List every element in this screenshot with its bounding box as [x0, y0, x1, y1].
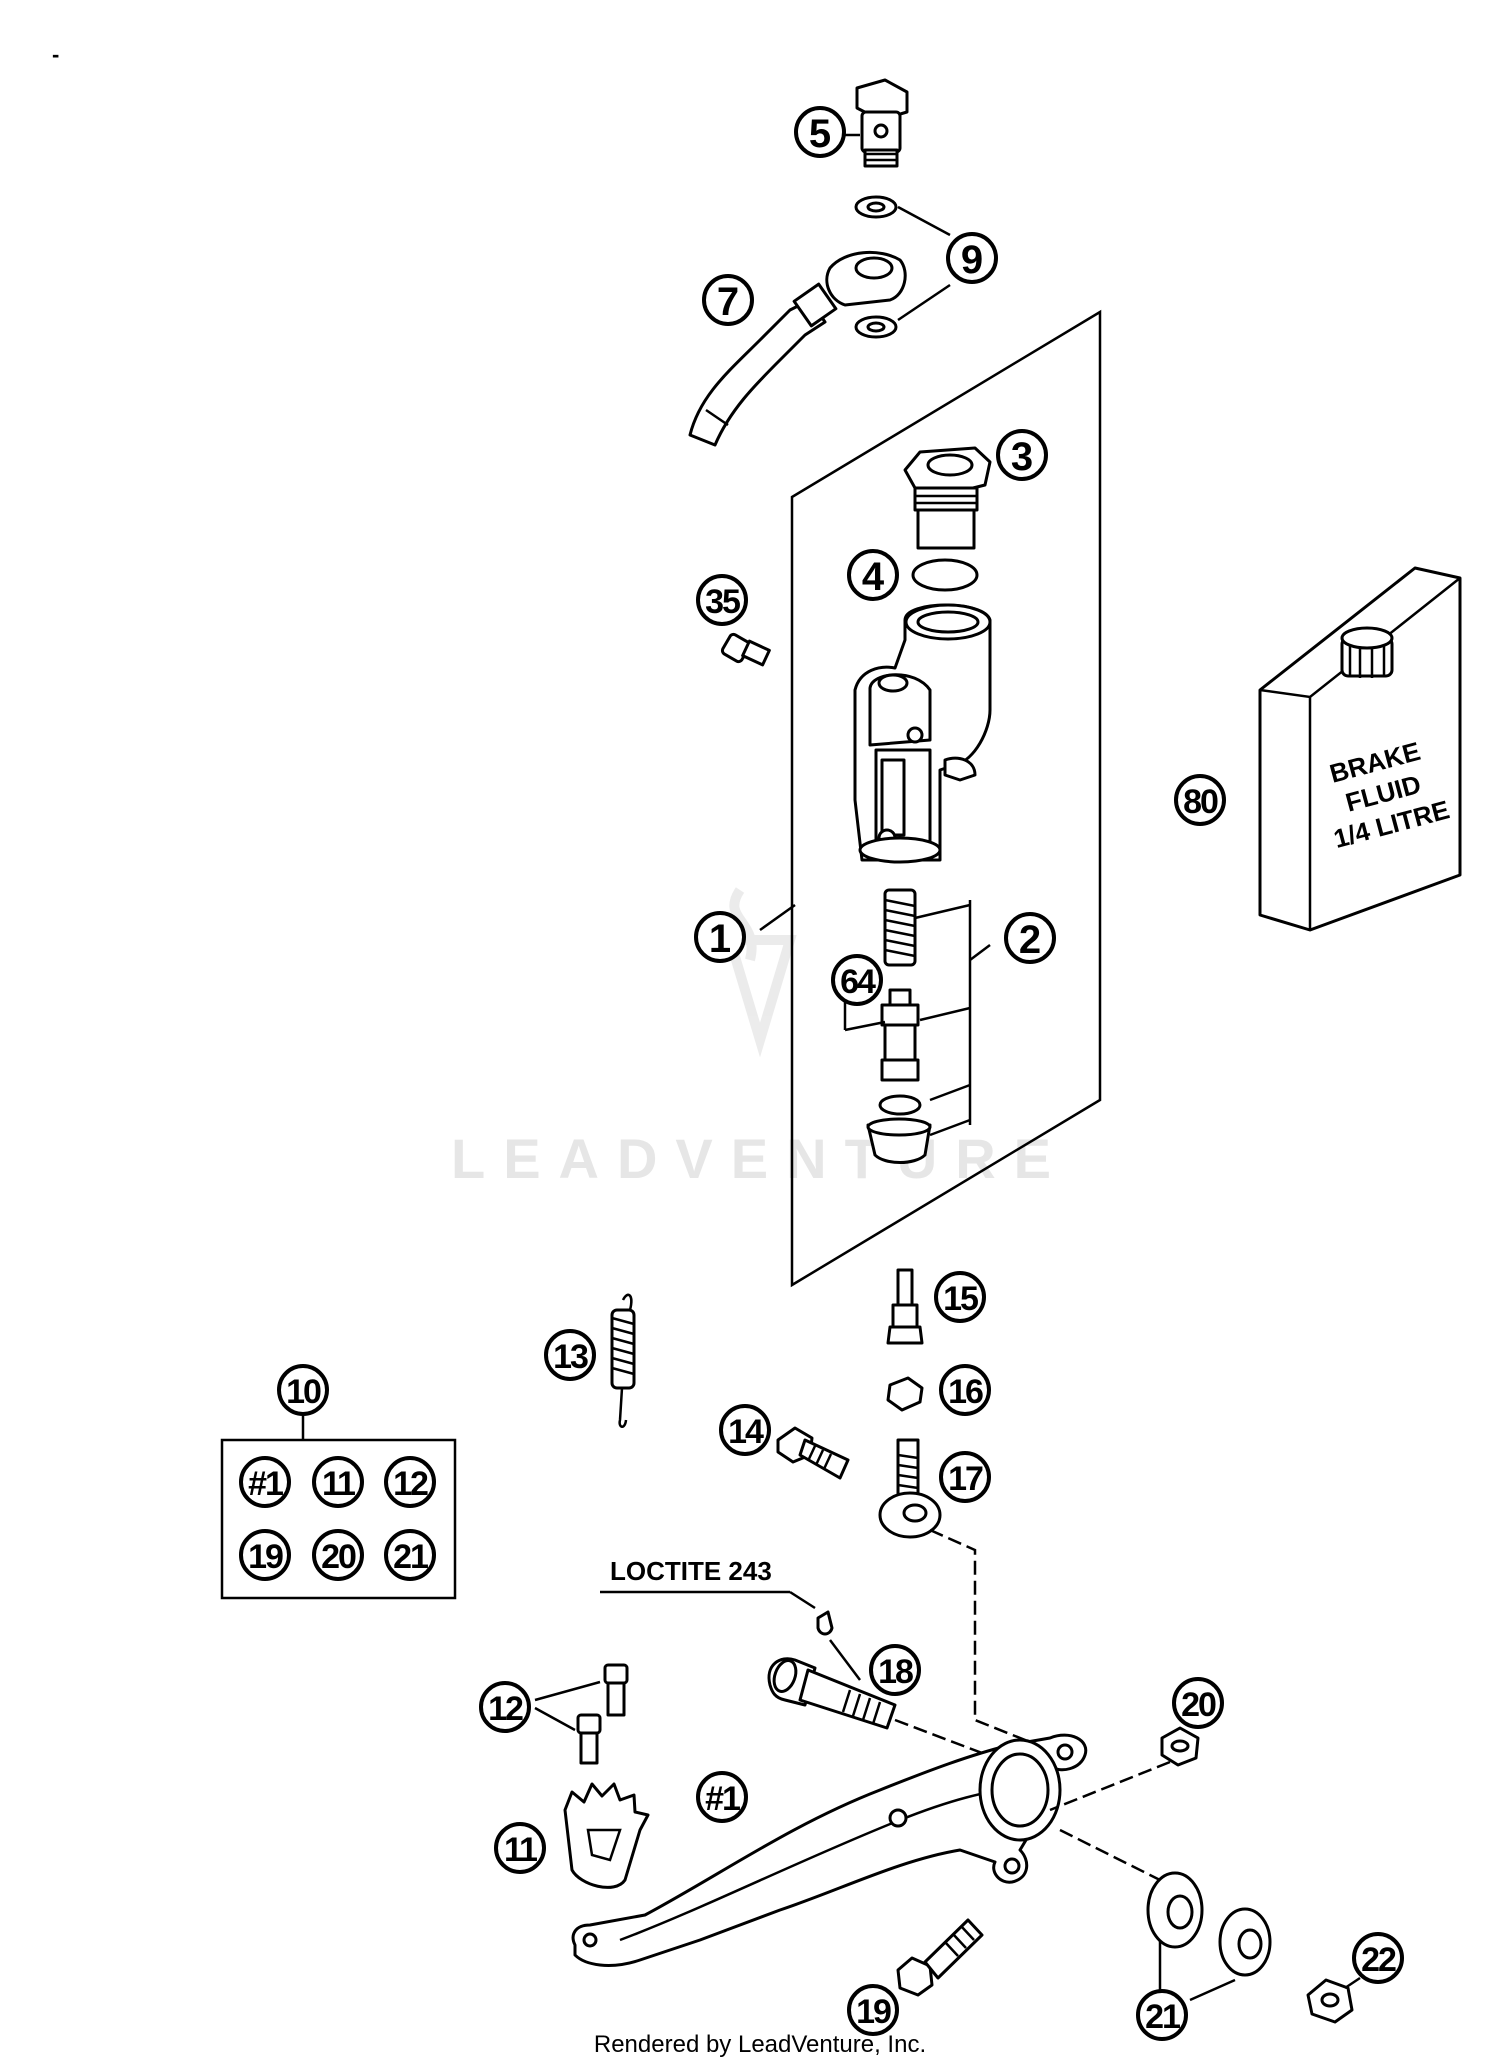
svg-text:12: 12	[488, 1690, 523, 1728]
kit-item-2: 11	[312, 1456, 364, 1508]
callout-1: 1	[694, 911, 746, 963]
callout-9: 9	[946, 232, 998, 284]
banjo-bolt-part	[855, 78, 909, 168]
master-cylinder-group-outline	[790, 309, 1102, 1288]
callout-17: 17	[939, 1451, 991, 1503]
footrest-step-part	[563, 1782, 650, 1889]
callout-10: 10	[277, 1364, 329, 1416]
return-spring-part	[610, 1293, 636, 1428]
svg-text:11: 11	[322, 1465, 355, 1503]
brake-hose-part	[688, 250, 907, 447]
svg-text:2: 2	[1019, 918, 1041, 962]
piston-kit-part	[843, 888, 991, 1164]
callout-2: 2	[1004, 912, 1056, 964]
svg-text:64: 64	[840, 963, 876, 1001]
screw-part	[720, 632, 771, 667]
svg-text:15: 15	[943, 1280, 978, 1318]
loctite-label: LOCTITE 243	[610, 1556, 772, 1586]
reservoir-cap-part	[903, 446, 992, 550]
callout-14: 14	[719, 1404, 771, 1456]
brake-fluid-can-part: BRAKE FLUID 1/4 LITRE	[1258, 566, 1462, 932]
callout-22: 22	[1352, 1932, 1404, 1984]
callout-20: 20	[1172, 1677, 1224, 1729]
svg-text:9: 9	[961, 238, 983, 282]
svg-text:19: 19	[856, 1993, 891, 2031]
callout-64: 64	[831, 954, 883, 1006]
svg-text:#1: #1	[705, 1780, 740, 1818]
svg-text:21: 21	[1145, 1998, 1180, 2036]
kit-item-4: 19	[239, 1529, 291, 1581]
kit-item-3: 12	[384, 1456, 436, 1508]
pedal-nut-part	[1160, 1726, 1200, 1767]
callout-18: 18	[869, 1644, 921, 1696]
pivot-nut-part	[1306, 1978, 1354, 2024]
o-ring-part	[911, 558, 979, 592]
nut-part	[886, 1376, 924, 1412]
callout-5: 5	[794, 106, 846, 158]
svg-text:13: 13	[553, 1338, 588, 1376]
pedal-pivot-bolt-part	[767, 1657, 897, 1730]
svg-text:80: 80	[1183, 783, 1218, 821]
svg-text:3: 3	[1011, 435, 1033, 479]
callout-21: 21	[1136, 1989, 1188, 2041]
callout-35: 35	[696, 574, 748, 626]
footrest-screw-lower-part	[576, 1713, 602, 1765]
kit-item-5: 20	[312, 1529, 364, 1581]
callout-12: 12	[479, 1681, 531, 1733]
master-cylinder-body-part	[853, 603, 992, 864]
svg-text:16: 16	[948, 1373, 983, 1411]
callout-3: 3	[996, 429, 1048, 481]
svg-text:17: 17	[948, 1460, 983, 1498]
pivot-bolt-part	[776, 1426, 850, 1480]
svg-text:5: 5	[809, 112, 831, 156]
svg-text:4: 4	[862, 555, 885, 599]
callout-19: 19	[847, 1984, 899, 2036]
svg-text:1: 1	[709, 917, 731, 961]
svg-text:12: 12	[393, 1465, 428, 1503]
svg-text:#1: #1	[248, 1465, 283, 1503]
svg-text:14: 14	[728, 1413, 764, 1451]
watermark: LEADVENTURE	[451, 887, 1069, 1190]
svg-text:10: 10	[286, 1373, 321, 1411]
callout-15: 15	[934, 1271, 986, 1323]
footrest-screw-upper-part	[603, 1663, 629, 1717]
assembly-path-line	[929, 1528, 1051, 1752]
kit-item-6: 21	[384, 1529, 436, 1581]
svg-text:35: 35	[705, 583, 740, 621]
kit-item-1: #1	[239, 1456, 291, 1508]
svg-text:7: 7	[717, 280, 739, 324]
svg-text:22: 22	[1361, 1941, 1396, 1979]
bearing-left-part	[1146, 1871, 1204, 1949]
bleed-screw-part	[886, 1268, 924, 1345]
callout-16: 16	[939, 1364, 991, 1416]
svg-text:21: 21	[393, 1538, 428, 1576]
callout-80: 80	[1174, 774, 1226, 826]
pedal-stop-bolt-part	[896, 1918, 984, 1997]
bearing-right-part	[1218, 1907, 1272, 1977]
callout-pedal-1: #1	[696, 1771, 748, 1823]
svg-text:20: 20	[321, 1538, 356, 1576]
push-rod-eye-part	[878, 1438, 942, 1539]
watermark-text: LEADVENTURE	[451, 1127, 1069, 1190]
render-credit: Rendered by LeadVenture, Inc.	[594, 2031, 926, 2058]
svg-text:11: 11	[504, 1831, 537, 1869]
callout-13: 13	[544, 1329, 596, 1381]
svg-text:19: 19	[248, 1538, 283, 1576]
callout-4: 4	[847, 549, 899, 601]
svg-text:18: 18	[878, 1653, 913, 1691]
svg-text:20: 20	[1181, 1686, 1216, 1724]
callout-7: 7	[702, 274, 754, 326]
brake-pedal-part	[571, 1733, 1088, 1967]
loctite-annotation: LOCTITE 243	[600, 1556, 861, 1681]
repair-kit-box	[220, 1413, 457, 1600]
corner-mark: -	[52, 42, 59, 67]
callout-11: 11	[494, 1822, 546, 1874]
